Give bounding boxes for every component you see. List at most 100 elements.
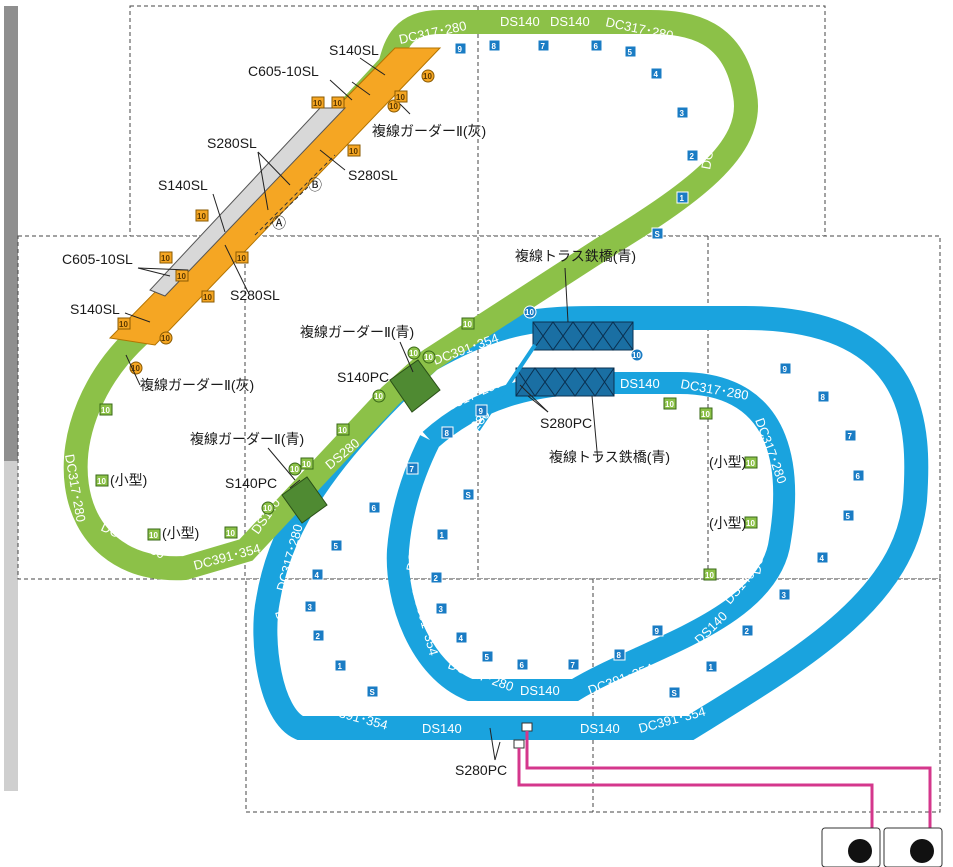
pier-marker-blue: 1 [705,660,718,673]
controller-wiring [474,718,943,867]
pier-marker-green: 10 [407,346,421,360]
truss-pattern-lower [515,367,615,397]
svg-text:S: S [466,491,472,500]
svg-text:6: 6 [594,42,599,51]
pier-marker-orange: 10 [394,90,408,103]
svg-text:4: 4 [315,571,320,580]
pier-marker-blue: 8 [488,39,501,52]
label-point-a: Ⓐ [272,215,286,231]
green-loop [63,9,758,581]
pier-marker-green: 10 [744,516,758,529]
label-small-2: (小型) [162,525,199,541]
pier-marker-green: 10 [744,456,758,469]
track-label: DS140 [580,721,620,736]
panel-shadow-left-2 [4,461,18,791]
svg-text:4: 4 [654,70,659,79]
svg-text:3: 3 [308,603,313,612]
label-girder-gray-top: 複線ガーダーⅡ(灰) [372,123,486,139]
svg-text:4: 4 [459,634,464,643]
svg-text:8: 8 [617,651,622,660]
callout-leaders [124,57,599,761]
label-small-1: (小型) [110,472,147,488]
label-small-3: (小型) [709,454,746,470]
svg-text:7: 7 [848,432,853,441]
pier-marker-blue: 6 [368,501,381,514]
panel-shadow-left [4,6,18,461]
pier-marker-blue: 5 [842,509,855,522]
pier-marker-blue: 5 [481,650,494,663]
pier-marker-orange: 10 [159,251,173,264]
pier-marker-blue: 4 [311,568,324,581]
svg-text:10: 10 [423,72,432,81]
svg-text:10: 10 [203,293,212,302]
platform-dim-b [264,184,311,230]
svg-text:10: 10 [97,477,106,486]
svg-text:10: 10 [302,460,311,469]
pier-marker-green: 10 [300,457,314,470]
feeder-joiner [513,739,525,749]
pier-marker-orange: 10 [421,69,435,83]
svg-text:2: 2 [316,632,321,641]
pier-marker-blue: 8 [613,648,626,661]
pier-marker-green: 10 [663,397,677,410]
pier-marker-blue: S [651,227,664,240]
svg-text:10: 10 [525,308,534,317]
pier-marker-blue: 1 [436,528,449,541]
pier-marker-green: 10 [422,350,436,364]
pier-marker-green: 10 [224,526,238,539]
label-s280sl-c: S280SL [230,287,280,303]
wire-controller-2 [525,731,932,828]
pier-marker-blue: 9 [475,404,488,417]
track-label: DS140 [620,376,660,391]
svg-text:10: 10 [313,99,322,108]
pier-marker-blue: 3 [435,602,448,615]
pier-marker-green: 10 [147,528,161,541]
label-c605-bot: C605-10SL [62,251,133,267]
feeder-rail-2 [474,735,574,740]
platform-dim-a [254,154,336,236]
svg-text:9: 9 [655,627,660,636]
svg-text:9: 9 [479,407,484,416]
feeder-joiner-2 [521,722,533,732]
svg-text:10: 10 [119,320,128,329]
pier-marker-blue: 3 [676,106,689,119]
pier-marker-green: 10 [99,403,113,416]
pier-marker-blue: 2 [312,629,325,642]
label-s280pc-1: S280PC [540,415,592,431]
svg-text:5: 5 [628,48,633,57]
pier-marker-blue: 6 [590,39,603,52]
wire-controller-1 [517,748,874,828]
label-s140pc-1: S140PC [337,369,389,385]
svg-text:1: 1 [440,531,445,540]
label-girder-blue-2: 複線ガーダーⅡ(青) [190,431,304,447]
label-girder-gray-bot: 複線ガーダーⅡ(灰) [140,377,254,393]
label-point-b: Ⓑ [308,177,322,193]
svg-text:1: 1 [709,663,714,672]
pier-marker-orange: 10 [117,317,131,330]
pier-marker-green: 10 [630,348,644,362]
pier-marker-blue: 7 [406,462,419,475]
pier-marker-blue: 2 [430,571,443,584]
outer-blue-loop [253,306,929,740]
svg-text:1: 1 [338,662,343,671]
pier-marker-blue: 3 [778,588,791,601]
svg-text:10: 10 [290,465,299,474]
svg-text:10: 10 [389,102,398,111]
svg-text:10: 10 [263,504,272,513]
pier-marker-blue: 9 [454,42,467,55]
pier-marker-blue: 8 [441,426,454,439]
label-s140sl-bot: S140SL [70,301,120,317]
svg-text:10: 10 [197,212,206,221]
svg-text:10: 10 [237,254,246,263]
svg-text:6: 6 [856,472,861,481]
svg-text:10: 10 [226,529,235,538]
pier-marker-blue: 1 [676,191,689,204]
track-label: DS140 [422,721,462,736]
svg-text:7: 7 [410,465,415,474]
svg-text:5: 5 [334,542,339,551]
controller-knob-1 [848,839,872,863]
pier-marker-green: 10 [523,305,537,319]
feeder-rail-1 [474,718,574,723]
pier-marker-blue: 8 [817,390,830,403]
label-s140sl-mid: S140SL [158,177,208,193]
